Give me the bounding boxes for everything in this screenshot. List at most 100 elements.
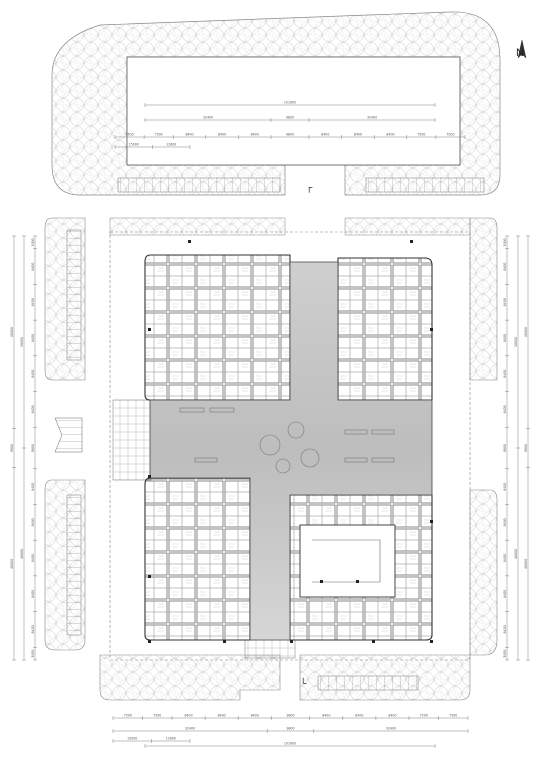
bottom-tree-band	[99, 654, 281, 701]
dimension-label: 32400	[185, 727, 195, 731]
dimension-label: 3000	[503, 238, 507, 246]
north-arrow-icon	[517, 39, 527, 59]
nw-wing	[144, 254, 291, 401]
north-label: N	[516, 47, 524, 59]
dimension-label: 8400	[31, 590, 35, 598]
dimension-label: 15000	[127, 737, 137, 741]
dimension-lines: 101600 32400 9800 32400 7500 7500 8400 8400 8400…	[10, 101, 530, 748]
dimension-label: 3000	[31, 238, 35, 246]
dimension-label: 48000	[10, 327, 14, 337]
dimension-label: 8400	[503, 518, 507, 526]
structural-columns	[148, 240, 433, 643]
dimension-label: 8400	[355, 714, 363, 718]
court-north-tree-band	[109, 217, 286, 236]
dimension-label: 101600	[284, 742, 296, 746]
dimension-label: 48000	[20, 549, 24, 559]
south-entry-grid	[244, 639, 296, 659]
se-courtyard	[299, 524, 396, 598]
dimension-label: 7500	[153, 714, 161, 718]
dimension-label: 32400	[367, 116, 377, 120]
east-top-tree-band	[469, 217, 498, 381]
top-parking-block	[51, 11, 501, 196]
dimension-label: 8400	[503, 625, 507, 633]
dimension-label: 48000	[524, 327, 528, 337]
dimension-label: 7500	[155, 133, 163, 137]
dimension-label: 3000	[31, 650, 35, 658]
dimension-label: 8400	[388, 714, 396, 718]
top-parking-lot	[126, 56, 461, 166]
dimension-label: 7500	[420, 714, 428, 718]
ne-wing	[337, 257, 433, 401]
dimension-label: 8400	[31, 625, 35, 633]
dimension-label: 9800	[286, 133, 294, 137]
dimension-label: 48000	[10, 559, 14, 569]
dimension-label: 9800	[286, 714, 294, 718]
dimension-label: 32400	[203, 116, 213, 120]
west-ramp	[54, 417, 83, 453]
dimension-label: 8400	[386, 133, 394, 137]
dimension-label: 8400	[31, 554, 35, 562]
side-parking	[44, 217, 498, 656]
south-entrance-mark: └	[300, 677, 307, 688]
west-bottom-stalls	[66, 494, 82, 636]
dimension-label: 30000	[20, 337, 24, 347]
dimension-label: 12600	[166, 737, 176, 741]
dimension-label: 8400	[218, 133, 226, 137]
building-site	[109, 217, 471, 661]
bottom-parking-stalls	[317, 675, 419, 691]
dimension-label: 8400	[185, 714, 193, 718]
dimension-label: 8400	[321, 133, 329, 137]
dimension-label: 8400	[503, 590, 507, 598]
dimension-label: 9800	[31, 444, 35, 452]
dimension-label: 101600	[284, 101, 296, 105]
dimension-label: 8400	[218, 714, 226, 718]
dimension-label: 7500	[449, 714, 457, 718]
dimension-label: 8400	[503, 554, 507, 562]
dimension-label: 8400	[31, 334, 35, 342]
dimension-label: 8400	[31, 298, 35, 306]
dimension-label: 8400	[31, 518, 35, 526]
west-top-stalls	[66, 229, 82, 361]
dimension-label: 8400	[322, 714, 330, 718]
dimension-label: 9800	[286, 116, 294, 120]
dimension-label: 8400	[31, 483, 35, 491]
dimension-label: 8400	[31, 370, 35, 378]
top-parking-stalls-left	[117, 177, 281, 193]
dimension-label: 32400	[386, 727, 396, 731]
dimension-label: 7500	[446, 133, 454, 137]
building-floorplan	[144, 240, 433, 643]
dimension-label: 7500	[124, 714, 132, 718]
bottom-band	[99, 654, 471, 701]
atrium-features	[179, 407, 395, 474]
dimension-label: 9800	[503, 444, 507, 452]
dimension-label: 8400	[503, 334, 507, 342]
dimension-label: 8400	[354, 133, 362, 137]
east-bottom-tree-band	[469, 489, 498, 656]
dimension-label: 8400	[185, 133, 193, 137]
dimension-label: 9800	[286, 727, 294, 731]
dimension-label: 48000	[524, 559, 528, 569]
sw-wing	[144, 477, 251, 641]
dimension-label: 9800	[10, 444, 14, 452]
dimension-label: 8400	[31, 263, 35, 271]
top-parking-stalls-right	[365, 177, 485, 193]
dimension-label: 9800	[524, 444, 528, 452]
dimension-label: 7500	[125, 133, 133, 137]
dimension-label: 8400	[503, 483, 507, 491]
site-boundary-dashed	[109, 231, 471, 661]
dimension-label: 8400	[503, 263, 507, 271]
dimension-label: 8400	[251, 714, 259, 718]
dimension-label: 15000	[129, 143, 139, 147]
dimension-label: 12600	[166, 143, 176, 147]
west-entry-grid	[112, 399, 152, 481]
dimension-label: 7500	[417, 133, 425, 137]
court-northeast-tree-band	[344, 217, 471, 236]
dimension-label: 8400	[251, 133, 259, 137]
dimension-label: 3000	[503, 650, 507, 658]
dimension-label: 8400	[503, 405, 507, 413]
dimension-label: 48000	[514, 549, 518, 559]
dimension-label: 30000	[514, 337, 518, 347]
north-arrow: N	[516, 39, 527, 59]
dimension-label: 8400	[503, 370, 507, 378]
